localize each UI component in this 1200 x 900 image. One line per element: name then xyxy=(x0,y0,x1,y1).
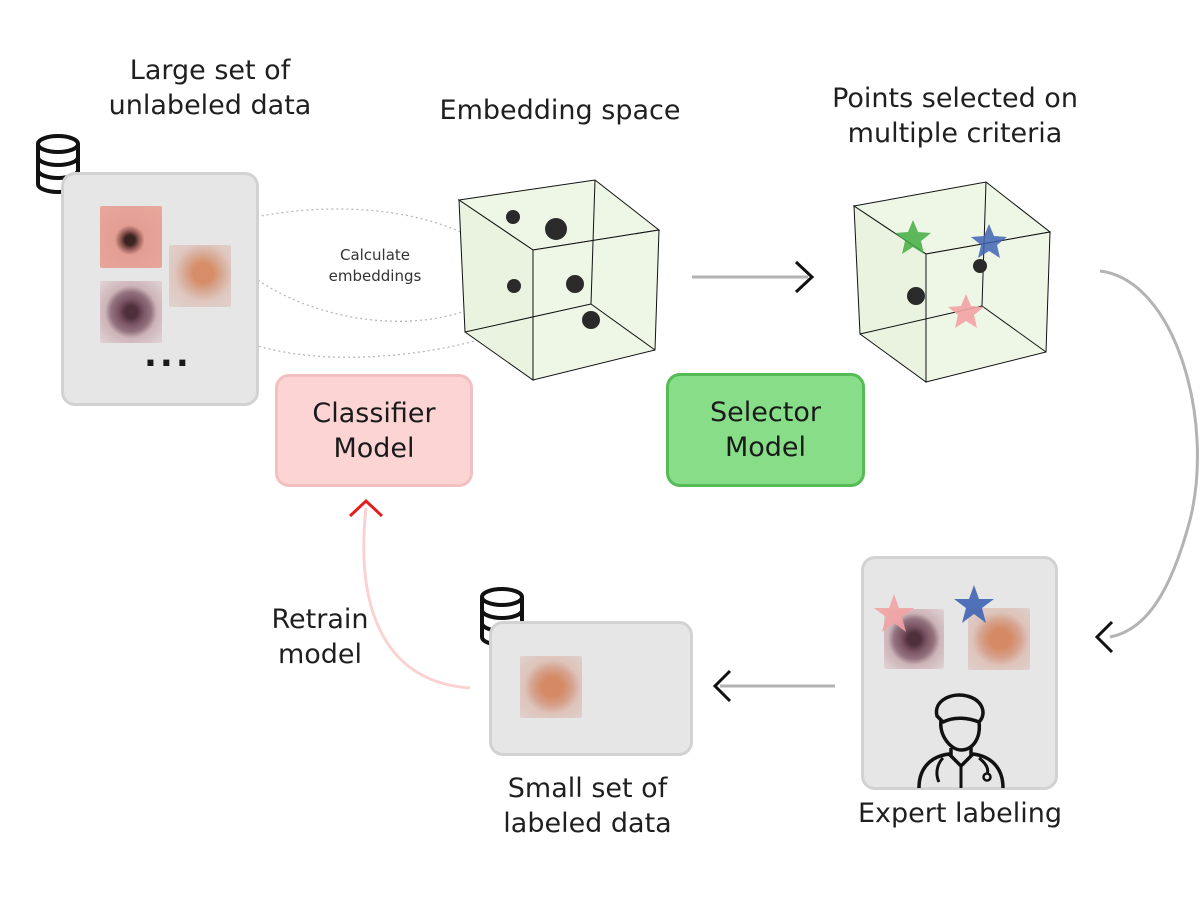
embedding-title: Embedding space xyxy=(439,95,681,126)
star-icon xyxy=(948,294,984,328)
labeled-data-panel xyxy=(489,621,693,756)
skin-image-1 xyxy=(100,206,162,268)
arrow-to-labeled-head xyxy=(712,669,732,703)
expert-labeling-panel xyxy=(861,556,1058,790)
labeled-title: Small set of labeled data xyxy=(503,773,672,839)
embedding-point-3 xyxy=(507,279,521,293)
embedding-cube xyxy=(457,179,661,381)
selected-title: Points selected on multiple criteria xyxy=(832,83,1078,149)
selected-points-cube xyxy=(852,181,1052,383)
arrow-to-selected-head xyxy=(794,260,815,294)
classifier-label-2: Model xyxy=(333,432,415,464)
selector-label-2: Model xyxy=(724,432,807,463)
selected-point-1 xyxy=(907,287,925,305)
selector-label-1: Selector xyxy=(710,397,821,428)
classifier-label-1: Classifier xyxy=(312,397,436,429)
ellipsis: ... xyxy=(144,335,192,375)
star-icon xyxy=(874,594,914,632)
skin-image-2 xyxy=(169,245,231,307)
labeled-skin-image xyxy=(520,656,582,718)
star-icon xyxy=(954,585,994,623)
expert-skin-image-2 xyxy=(968,608,1030,670)
selected-point-2 xyxy=(973,259,987,273)
embedding-point-1 xyxy=(506,210,520,224)
classifier-model-box: Classifier Model xyxy=(275,374,473,487)
retrain-model-label: Retrain model xyxy=(271,604,369,670)
star-icon xyxy=(971,224,1007,258)
unlabeled-title: Large set of unlabeled data xyxy=(108,55,312,121)
calculate-embeddings-label: Calculate embeddings xyxy=(328,246,422,285)
doctor-icon xyxy=(917,693,1005,789)
embedding-point-5 xyxy=(582,311,600,329)
skin-image-3 xyxy=(100,281,162,343)
embedding-point-4 xyxy=(566,275,584,293)
selector-model-box: Selector Model xyxy=(666,373,865,487)
expert-labeling-title: Expert labeling xyxy=(857,798,1063,829)
retrain-arrow-curve xyxy=(362,507,471,690)
retrain-arrow-head xyxy=(348,498,384,518)
star-icon xyxy=(895,220,931,254)
unlabeled-data-panel: ... xyxy=(61,172,259,406)
arrow-to-expert-head xyxy=(1094,620,1114,654)
embedding-link-2 xyxy=(257,249,546,322)
embedding-point-2 xyxy=(545,218,567,240)
arrow-to-expert-curve xyxy=(1099,269,1199,639)
